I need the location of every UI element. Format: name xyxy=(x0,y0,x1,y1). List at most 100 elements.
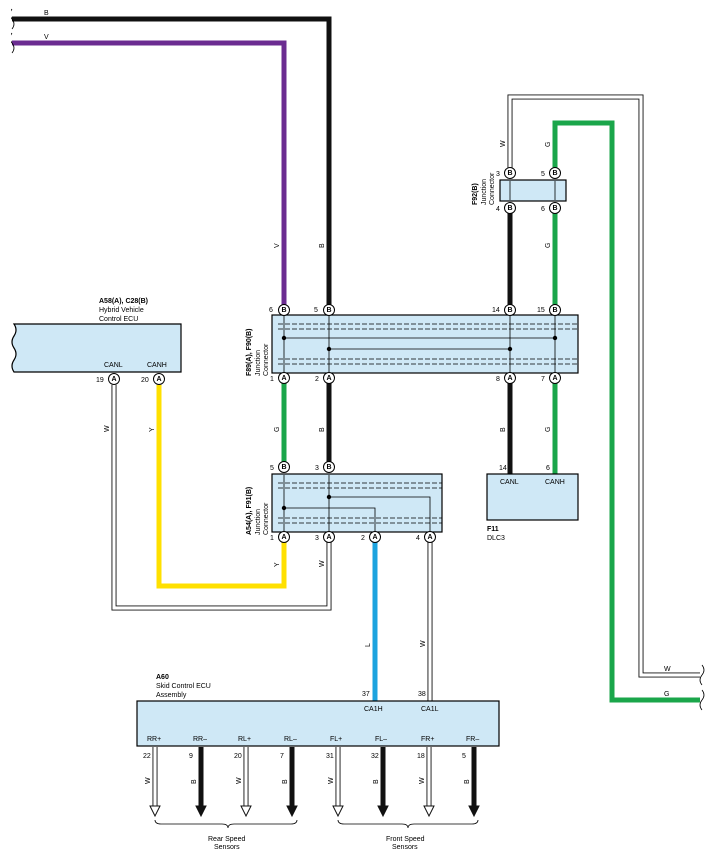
sensor-lead-rl-plus: RL+20W xyxy=(234,736,252,818)
label-wire-g-f89-dlc3: G xyxy=(545,427,552,432)
f89-bottom-pin-2: 2 A xyxy=(315,372,335,384)
hv-ecu-canh: CANH xyxy=(147,362,167,369)
svg-text:B: B xyxy=(507,170,512,177)
hv-ecu-pin-19: 19 A xyxy=(96,373,120,385)
f92-sub1: Junction xyxy=(481,179,488,205)
f89-top-pin-6: 6 B xyxy=(269,304,290,316)
a54-bottom-pin-2: 2 A xyxy=(361,531,381,543)
svg-text:RR+: RR+ xyxy=(147,736,161,743)
dlc3-name: DLC3 xyxy=(487,535,505,542)
label-wire-w-f92: W xyxy=(500,140,507,147)
f92-top-pin-5: 5 B xyxy=(541,167,561,179)
wire-w-ecu-a54 xyxy=(111,385,332,611)
a54-bottom-pin-3: 3 A xyxy=(315,531,335,543)
label-wire-v: V xyxy=(274,243,281,248)
sensor-lead-rr-plus: RR+ 22W xyxy=(143,736,161,818)
sensor-lead-fl-minus: FL– 32B xyxy=(371,736,389,818)
svg-text:B: B xyxy=(326,307,331,314)
label-wire-g-f92: G xyxy=(545,142,552,147)
svg-text:A: A xyxy=(326,534,331,541)
skid-ecu-pin-37: 37 xyxy=(362,691,370,698)
a54-top-pin-5: 5 B xyxy=(270,461,290,473)
label-wire-g-f89-a54: G xyxy=(274,427,281,432)
a54-bottom-pin-1: 1 A xyxy=(270,531,290,543)
sensor-lead-rr-minus: RR–9B xyxy=(189,736,207,818)
svg-text:B: B xyxy=(552,170,557,177)
svg-text:3: 3 xyxy=(496,171,500,178)
svg-text:W: W xyxy=(145,777,152,784)
skid-ecu-id: A60 xyxy=(156,674,169,681)
hybrid-vehicle-control-ecu: A58(A), C28(B) Hybrid Vehicle Control EC… xyxy=(11,298,182,385)
label-wire-w-ecu: W xyxy=(104,425,111,432)
rear-group-label-2: Sensors xyxy=(214,844,240,851)
svg-text:B: B xyxy=(281,464,286,471)
svg-text:A: A xyxy=(111,376,116,383)
a54-bottom-pin-4: 4 A xyxy=(416,531,436,543)
skid-ecu-ca1l: CA1L xyxy=(421,706,439,713)
speed-sensor-leads: RR+22WRR–9BRL+20WRL–7BFL+31WFL–32BFR+18W… xyxy=(143,736,480,818)
front-group-label-2: Sensors xyxy=(392,844,418,851)
f89-bottom-pin-1: 1 A xyxy=(270,372,290,384)
svg-text:A: A xyxy=(281,534,286,541)
svg-text:20: 20 xyxy=(141,377,149,384)
svg-text:RL–: RL– xyxy=(284,736,297,743)
label-wire-b-f89-dlc3: B xyxy=(500,427,507,432)
skid-ecu-ca1h: CA1H xyxy=(364,706,383,713)
svg-text:B: B xyxy=(373,779,380,784)
label-wire-y-a54: Y xyxy=(274,562,281,567)
svg-text:B: B xyxy=(282,779,289,784)
svg-text:5: 5 xyxy=(541,171,545,178)
junction-connector-f92: F92(B) Junction Connector 3 B 5 B 4 B 6 … xyxy=(472,167,567,214)
hv-ecu-id: A58(A), C28(B) xyxy=(99,298,148,305)
label-wire-b-f89-a54: B xyxy=(319,427,326,432)
wire-break-right xyxy=(699,664,705,711)
svg-text:B: B xyxy=(507,205,512,212)
wire-y-ecu-a54 xyxy=(156,385,287,589)
svg-text:22: 22 xyxy=(143,753,151,760)
dlc3-pin-14: 14 xyxy=(499,465,507,472)
a54-id: A54(A), F91(B) xyxy=(246,487,253,535)
svg-text:6: 6 xyxy=(541,206,545,213)
sensor-lead-rl-minus: RL– 7B xyxy=(280,736,298,818)
svg-text:5: 5 xyxy=(314,307,318,314)
svg-text:20: 20 xyxy=(234,753,242,760)
f89-top-pin-14: 14 B xyxy=(492,304,516,316)
svg-text:B: B xyxy=(191,779,198,784)
rear-speed-sensor-group: Rear Speed Sensors xyxy=(154,819,298,851)
svg-text:19: 19 xyxy=(96,377,104,384)
svg-text:4: 4 xyxy=(416,535,420,542)
svg-text:3: 3 xyxy=(315,465,319,472)
f89-sub2: Connector xyxy=(263,343,270,376)
skid-ecu-name2: Assembly xyxy=(156,692,187,699)
f92-bottom-pin-4: 4 B xyxy=(496,202,516,214)
rear-group-label-1: Rear Speed xyxy=(208,836,245,843)
front-speed-sensor-group: Front Speed Sensors xyxy=(337,819,479,851)
svg-text:B: B xyxy=(464,779,471,784)
svg-text:6: 6 xyxy=(269,307,273,314)
svg-text:7: 7 xyxy=(280,753,284,760)
a54-sub2: Connector xyxy=(263,502,270,535)
dlc3-pin-6: 6 xyxy=(546,465,550,472)
f89-top-pin-5: 5 B xyxy=(314,304,335,316)
svg-text:B: B xyxy=(552,205,557,212)
svg-text:A: A xyxy=(507,375,512,382)
f89-sub1: Junction xyxy=(255,350,262,376)
f89-top-pin-15: 15 B xyxy=(537,304,561,316)
wire-g-right-label: G xyxy=(664,691,669,698)
skid-ecu-pin-38: 38 xyxy=(418,691,426,698)
svg-text:4: 4 xyxy=(496,206,500,213)
svg-text:2: 2 xyxy=(361,535,365,542)
f89-bottom-pin-7: 7 A xyxy=(541,372,561,384)
svg-text:A: A xyxy=(326,375,331,382)
svg-text:FR+: FR+ xyxy=(421,736,434,743)
label-wire-w-a54: W xyxy=(319,560,326,567)
svg-text:32: 32 xyxy=(371,753,379,760)
svg-text:FL–: FL– xyxy=(375,736,387,743)
svg-text:9: 9 xyxy=(189,753,193,760)
f92-bottom-pin-6: 6 B xyxy=(541,202,561,214)
hv-ecu-pin-20: 20 A xyxy=(141,373,165,385)
a54-top-pin-3: 3 B xyxy=(315,461,335,473)
label-wire-b: B xyxy=(319,243,326,248)
wire-b-top-label: B xyxy=(44,10,49,17)
